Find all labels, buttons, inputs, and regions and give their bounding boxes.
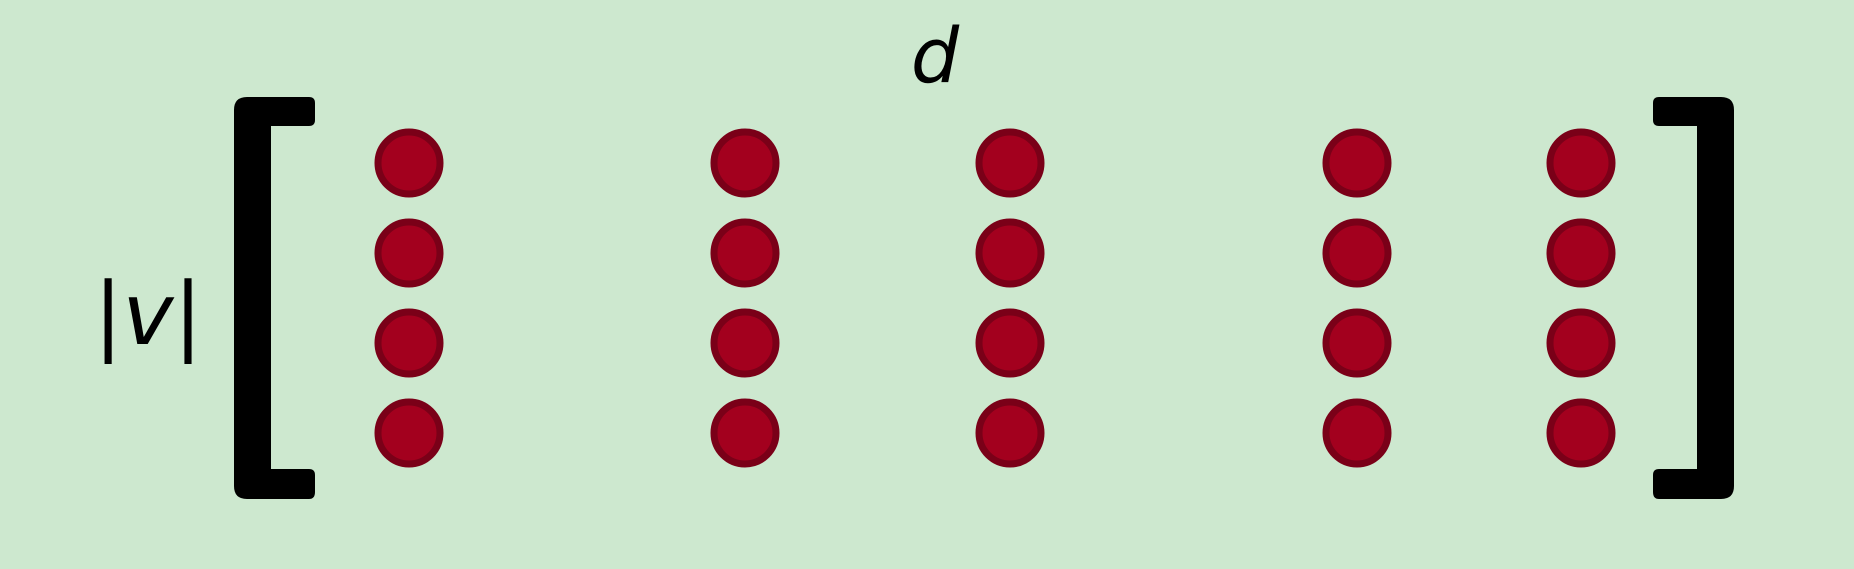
matrix-dot	[1546, 128, 1616, 198]
matrix-dot	[1322, 308, 1392, 378]
matrix-dot	[975, 398, 1045, 468]
matrix-dot	[374, 218, 444, 288]
matrix-dot	[374, 308, 444, 378]
matrix-dot	[975, 308, 1045, 378]
matrix-dot	[374, 128, 444, 198]
left-bracket	[234, 97, 315, 499]
matrix-dot	[975, 128, 1045, 198]
row-dimension-label: |v|	[94, 265, 203, 365]
matrix-dot	[1322, 398, 1392, 468]
right-bracket	[1653, 97, 1734, 499]
column-dimension-label: d	[911, 11, 960, 100]
matrix-dot	[975, 218, 1045, 288]
matrix-dot	[1322, 128, 1392, 198]
matrix-dot	[1546, 218, 1616, 288]
matrix-dot	[1546, 398, 1616, 468]
matrix-dot	[710, 128, 780, 198]
matrix-dot	[374, 398, 444, 468]
matrix-dot	[710, 398, 780, 468]
matrix-dots	[374, 128, 1616, 468]
matrix-dot	[710, 308, 780, 378]
matrix-dot	[710, 218, 780, 288]
matrix-dot	[1546, 308, 1616, 378]
matrix-dot	[1322, 218, 1392, 288]
